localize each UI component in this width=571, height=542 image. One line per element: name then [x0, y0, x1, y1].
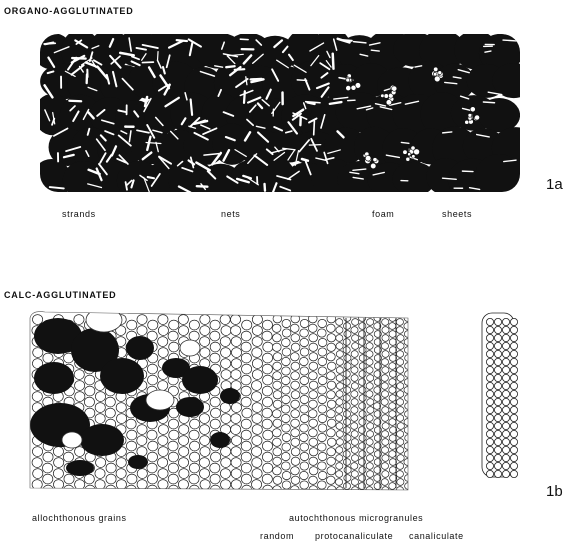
dark-blobs [32, 26, 539, 203]
calc-agglutinated-diagram [30, 308, 518, 500]
canaliculate-column [482, 313, 518, 478]
organo-agglutinated-diagram [32, 26, 539, 203]
